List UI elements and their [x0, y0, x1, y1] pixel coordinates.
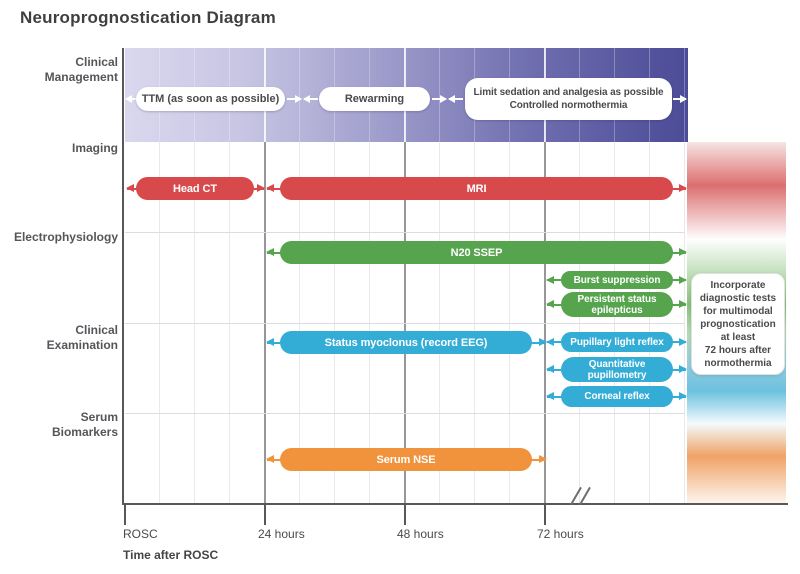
category-divider-3 [125, 413, 685, 414]
row-label-clinical-management: Clinical Management [44, 55, 118, 84]
tick-label-72h: 72 hours [537, 527, 584, 541]
arrow-left-icon [266, 338, 287, 346]
persistent-status-epilepticus-bar: Persistent status epilepticus [546, 292, 687, 317]
arrow-left-icon [266, 455, 287, 463]
head-ct-label: Head CT [136, 177, 254, 200]
rewarming-pill: Rewarming [319, 87, 430, 111]
arrow-right-icon [673, 95, 687, 103]
multimodal-note-text: Incorporate diagnostic tests for multimo… [699, 279, 777, 369]
arrow-left-icon [546, 365, 567, 373]
arrow-left-icon [448, 95, 463, 103]
n20-ssep-bar: N20 SSEP [266, 241, 687, 264]
arrow-right-icon [666, 275, 687, 284]
tick-72h [544, 505, 546, 525]
arrow-left-icon [546, 275, 567, 284]
arrow-right-icon [666, 337, 687, 346]
arrow-right-icon [666, 365, 687, 373]
page-title: Neuroprognostication Diagram [20, 8, 276, 27]
corneal-reflex-label: Corneal reflex [561, 386, 673, 407]
tick-label-24h: 24 hours [258, 527, 305, 541]
status-myoclonus-label: Status myoclonus (record EEG) [280, 331, 532, 354]
category-divider-1 [125, 232, 685, 233]
quantitative-pupillometry-label: Quantitative pupillometry [561, 357, 673, 382]
arrow-right-icon [287, 95, 302, 103]
serum-nse-bar: Serum NSE [266, 448, 547, 471]
arrow-left-icon [546, 300, 567, 308]
arrow-left-icon [266, 184, 287, 192]
corneal-reflex-bar: Corneal reflex [546, 386, 687, 407]
arrow-left-icon [125, 95, 137, 103]
limit-sedation-pill: Limit sedation and analgesia as possible… [465, 78, 672, 120]
row-label-clinical-examination: Clinical Examination [46, 323, 118, 352]
head-ct-bar: Head CT [126, 177, 265, 200]
pupillary-light-reflex-bar: Pupillary light reflex [546, 332, 687, 352]
row-label-electrophysiology: Electrophysiology [13, 230, 118, 244]
gridline-48h [404, 142, 406, 503]
multimodal-note-box: Incorporate diagnostic tests for multimo… [691, 273, 785, 375]
status-myoclonus-bar: Status myoclonus (record EEG) [266, 331, 547, 354]
arrow-left-icon [266, 248, 287, 256]
arrow-left-icon [546, 337, 567, 346]
burst-suppression-bar: Burst suppression [546, 271, 687, 289]
arrow-right-icon [666, 300, 687, 308]
arrow-left-icon [303, 95, 318, 103]
row-label-imaging: Imaging [71, 141, 118, 155]
plot-left-border [122, 48, 124, 505]
limit-sedation-label: Limit sedation and analgesia as possible… [473, 87, 664, 111]
rewarming-label: Rewarming [344, 92, 405, 105]
arrow-right-icon [244, 184, 265, 192]
arrow-right-icon [526, 455, 547, 463]
n20-ssep-label: N20 SSEP [280, 241, 673, 264]
tick-label-rosc: ROSC [123, 527, 158, 541]
tick-rosc [124, 505, 126, 525]
x-axis-line [122, 503, 788, 505]
arrow-right-icon [666, 184, 687, 192]
arrow-right-icon [666, 392, 687, 400]
tick-24h [264, 505, 266, 525]
serum-nse-label: Serum NSE [280, 448, 532, 471]
mri-bar: MRI [266, 177, 687, 200]
arrow-right-icon [432, 95, 447, 103]
arrow-right-icon [666, 248, 687, 256]
gridline-24h [264, 142, 266, 503]
arrow-right-icon [526, 338, 547, 346]
mri-label: MRI [280, 177, 673, 200]
quantitative-pupillometry-bar: Quantitative pupillometry [546, 357, 687, 382]
row-label-serum-biomarkers: Serum Biomarkers [51, 410, 118, 439]
arrow-left-icon [546, 392, 567, 400]
tick-48h [404, 505, 406, 525]
tick-label-48h: 48 hours [397, 527, 444, 541]
ttm-pill: TTM (as soon as possible) [136, 87, 285, 111]
persistent-status-epilepticus-label: Persistent status epilepticus [561, 292, 673, 317]
pupillary-light-reflex-label: Pupillary light reflex [561, 332, 673, 352]
ttm-label: TTM (as soon as possible) [141, 92, 280, 105]
burst-suppression-label: Burst suppression [561, 271, 673, 289]
axis-caption: Time after ROSC [123, 548, 219, 562]
category-divider-2 [125, 323, 685, 324]
gridline-72h [544, 142, 546, 503]
